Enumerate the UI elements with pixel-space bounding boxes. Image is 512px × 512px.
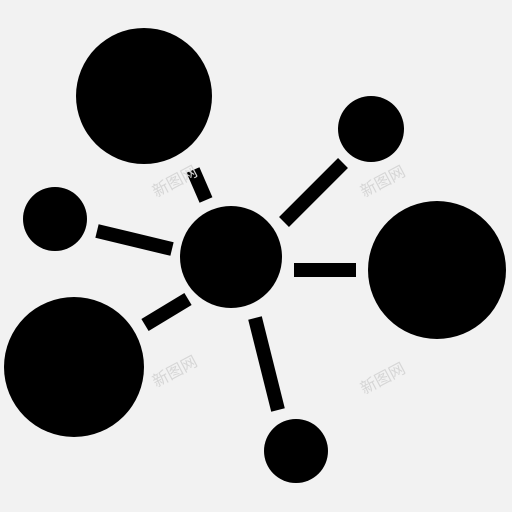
node-top-right [338,96,404,162]
node-left [23,187,87,251]
connector-lines [95,158,356,412]
connector-bottom-left [141,293,192,331]
connector-top-left [186,167,213,203]
node-top-left [76,28,212,164]
node-bottom [264,419,328,483]
connector-left [95,224,174,256]
node-right [368,201,506,339]
node-bottom-left [4,297,144,437]
connector-top-right [279,158,348,227]
node-center [180,206,282,308]
nodes [4,28,506,483]
connector-bottom [248,316,285,412]
